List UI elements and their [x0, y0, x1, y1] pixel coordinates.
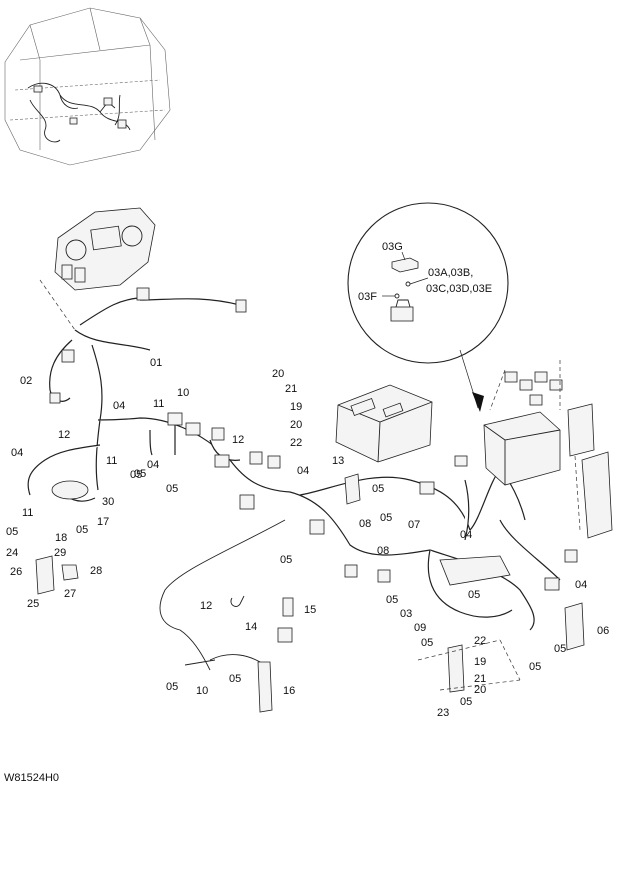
callout-05: 05: [130, 469, 142, 481]
callout-21: 21: [474, 673, 486, 685]
instrument-cluster: [39, 207, 156, 331]
callout-22: 22: [474, 635, 486, 647]
detail-label-03g: 03G: [382, 241, 403, 253]
callout-14: 14: [245, 621, 257, 633]
controller-box: [335, 384, 433, 463]
callout-16: 16: [283, 685, 295, 697]
callout-04: 04: [113, 400, 125, 412]
callout-27: 27: [64, 588, 76, 600]
callout-05: 05: [380, 512, 392, 524]
callout-04: 04: [575, 579, 587, 591]
callout-01: 01: [150, 357, 162, 369]
callout-04: 04: [147, 459, 159, 471]
callout-18: 18: [55, 532, 67, 544]
callout-10: 10: [196, 685, 208, 697]
callout-26: 26: [10, 566, 22, 578]
callout-13: 13: [332, 455, 344, 467]
detail-label-03a-03b: 03A,03B,: [428, 267, 473, 279]
callout-04: 04: [460, 529, 472, 541]
callout-20: 20: [474, 684, 486, 696]
callout-19: 19: [290, 401, 302, 413]
main-harness: [27, 297, 561, 671]
detail-label-03f: 03F: [358, 291, 377, 303]
detail-label-03c-03e: 03C,03D,03E: [426, 283, 492, 295]
fuse-relay-block: [483, 360, 613, 539]
callout-05: 05: [386, 594, 398, 606]
callout-21: 21: [285, 383, 297, 395]
callout-17: 17: [97, 516, 109, 528]
callout-05: 05: [166, 681, 178, 693]
callout-05: 05: [468, 589, 480, 601]
callout-30: 30: [102, 496, 114, 508]
connectors: [49, 287, 578, 643]
callout-05: 05: [280, 554, 292, 566]
callout-04: 04: [11, 447, 23, 459]
callout-05: 05: [166, 483, 178, 495]
fuse-holder-03f: [390, 306, 414, 322]
callout-23: 23: [437, 707, 449, 719]
callout-22: 22: [290, 437, 302, 449]
callout-05: 05: [460, 696, 472, 708]
callout-20: 20: [272, 368, 284, 380]
callout-10: 10: [177, 387, 189, 399]
callout-11: 11: [106, 455, 117, 467]
callout-05: 05: [76, 524, 88, 536]
callout-19: 19: [474, 656, 486, 668]
callout-24: 24: [6, 547, 18, 559]
callout-11: 11: [153, 398, 164, 410]
callout-05: 05: [6, 526, 18, 538]
callout-12: 12: [58, 429, 70, 441]
callout-29: 29: [54, 547, 66, 559]
callout-06: 06: [597, 625, 609, 637]
detail-view-circle: [347, 202, 509, 412]
callout-05: 05: [554, 643, 566, 655]
detail-labels: 03G 03A,03B, 03C,03D,03E 03F: [358, 241, 492, 303]
callout-28: 28: [90, 565, 102, 577]
callout-05: 05: [421, 637, 433, 649]
callout-04: 04: [297, 465, 309, 477]
callout-05: 05: [134, 468, 146, 480]
callout-08: 08: [359, 518, 371, 530]
callout-15: 15: [304, 604, 316, 616]
callout-02: 02: [20, 375, 32, 387]
callout-12: 12: [200, 600, 212, 612]
callout-05: 05: [372, 483, 384, 495]
callout-05: 05: [229, 673, 241, 685]
callout-05: 05: [529, 661, 541, 673]
brackets: [35, 473, 585, 713]
fuse-cover-03g: [391, 257, 419, 273]
callout-07: 07: [408, 519, 420, 531]
drawing-code: W81524H0: [4, 772, 60, 784]
callout-03: 03: [400, 608, 412, 620]
callout-08: 08: [377, 545, 389, 557]
callout-20: 20: [290, 419, 302, 431]
callout-12: 12: [232, 434, 244, 446]
machine-locator-sketch: [4, 7, 171, 166]
callout-25: 25: [27, 598, 39, 610]
callout-09: 09: [414, 622, 426, 634]
callout-11: 11: [22, 507, 33, 519]
